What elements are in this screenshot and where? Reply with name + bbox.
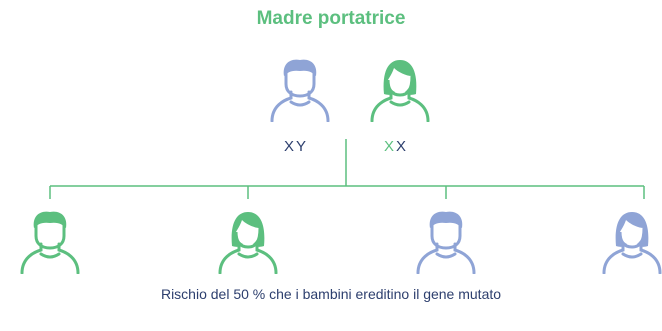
allele-label: X bbox=[283, 138, 296, 155]
risk-caption: Rischio del 50 % che i bambini ereditino… bbox=[160, 286, 502, 302]
mother-icon bbox=[370, 60, 430, 122]
daughter-icon bbox=[218, 212, 278, 274]
son-icon bbox=[416, 211, 476, 274]
daughter-icon bbox=[602, 212, 662, 274]
father-icon bbox=[270, 59, 330, 122]
allele-label: Y bbox=[296, 138, 309, 155]
allele-label: X bbox=[383, 138, 396, 155]
father-genotype: XY bbox=[266, 138, 326, 155]
mother-genotype: XX bbox=[366, 138, 426, 155]
son-icon bbox=[20, 211, 80, 274]
diagram-title: Madre portatrice bbox=[256, 8, 406, 29]
allele-label: X bbox=[396, 138, 409, 155]
